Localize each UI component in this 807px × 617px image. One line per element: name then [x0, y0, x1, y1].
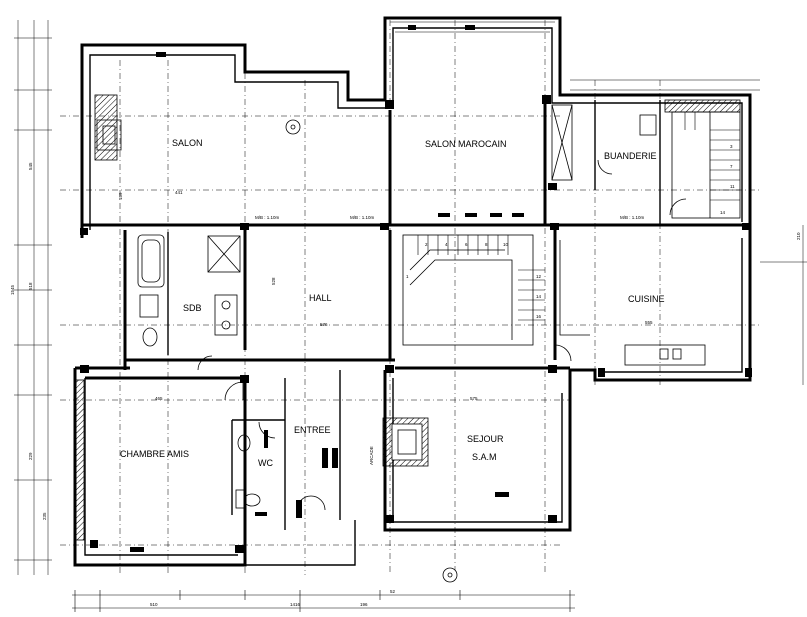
room-label-buanderie: BUANDERIE — [604, 151, 657, 161]
dim-left-a: 545 — [28, 162, 33, 170]
service-step-14: 14 — [720, 210, 726, 215]
dim-cuisine-width: 555 — [645, 320, 653, 325]
stair-step-12: 12 — [536, 274, 542, 279]
stair-step-14: 14 — [536, 294, 542, 299]
dim-left-c: 229 — [28, 452, 33, 460]
dim-left-b: 518 — [28, 282, 33, 290]
stair-step-16: 16 — [536, 314, 542, 319]
service-step-3: 3 — [730, 144, 733, 149]
room-label-sam: S.A.M — [472, 452, 497, 462]
room-label-entree: ENTREE — [294, 425, 331, 435]
dim-left-total: 1545 — [10, 284, 15, 295]
dim-hall-width: 576 — [320, 322, 328, 327]
service-step-7: 7 — [730, 164, 733, 169]
interior-walls — [82, 100, 750, 540]
inner-dimension-labels: 441 576 528 555 465 575 159 M/B : 1.10m … — [118, 190, 653, 401]
stair-step-6: 6 — [465, 242, 468, 247]
room-label-salon: SALON — [172, 138, 203, 148]
room-label-salon-marocain: SALON MAROCAIN — [425, 139, 507, 149]
top-dimension-chains — [390, 21, 760, 91]
dim-bottom-a: 510 — [150, 602, 158, 607]
fixtures — [137, 104, 706, 518]
axis-markers — [285, 119, 458, 583]
room-label-cuisine: CUISINE — [628, 294, 665, 304]
room-label-sdb: SDB — [183, 303, 202, 313]
service-staircase: 3 7 11 14 — [671, 111, 741, 219]
room-label-hall: HALL — [309, 293, 332, 303]
dim-left-d: 235 — [42, 512, 47, 520]
dim-ml-1: M/B : 1.10m — [255, 215, 280, 220]
dim-salon-width: 441 — [175, 190, 183, 195]
hatched-walls — [75, 94, 741, 541]
dim-hall-height: 528 — [271, 277, 276, 285]
dim-ml-2: M/B : 1.10m — [350, 215, 375, 220]
dim-right-a: 210 — [796, 232, 801, 240]
main-staircase: 2 4 6 8 10 12 14 16 1 — [402, 234, 545, 346]
stair-step-2: 2 — [425, 242, 428, 247]
dim-ml-3: M/B : 1.10m — [620, 215, 645, 220]
bottom-dimension-chains: 510 1416 196 52 — [72, 589, 575, 612]
stair-step-1: 1 — [406, 274, 409, 279]
sejour-fireplace — [391, 423, 423, 461]
room-label-sejour: SEJOUR — [467, 434, 504, 444]
room-label-chambre-amis: CHAMBRE AMIS — [120, 449, 189, 459]
axis-marker-bottom — [442, 567, 458, 583]
exterior-walls — [73, 16, 752, 567]
dim-bottom-c: 52 — [390, 589, 396, 594]
dim-sejour-width: 575 — [470, 396, 478, 401]
service-step-11: 11 — [730, 184, 735, 189]
salon-fireplace — [96, 119, 122, 151]
stair-step-10: 10 — [503, 242, 509, 247]
dim-bottom-b: 196 — [360, 602, 368, 607]
dim-chambre-width: 465 — [155, 396, 163, 401]
left-dimension-chains: 1545 545 518 229 235 — [10, 20, 52, 575]
right-dimension-chain: 210 — [760, 225, 807, 385]
dim-bottom-total: 1416 — [290, 602, 301, 607]
stair-step-8: 8 — [485, 242, 488, 247]
door-swings — [197, 159, 687, 511]
dim-salon-y: 159 — [118, 192, 123, 200]
columns — [80, 25, 752, 553]
stair-step-4: 4 — [445, 242, 448, 247]
room-labels: SALON SALON MAROCAIN BUANDERIE SDB HALL … — [120, 138, 665, 468]
label-arcade: ARCADE — [369, 446, 374, 465]
room-label-wc: WC — [258, 458, 273, 468]
axis-marker-salon — [285, 119, 301, 135]
